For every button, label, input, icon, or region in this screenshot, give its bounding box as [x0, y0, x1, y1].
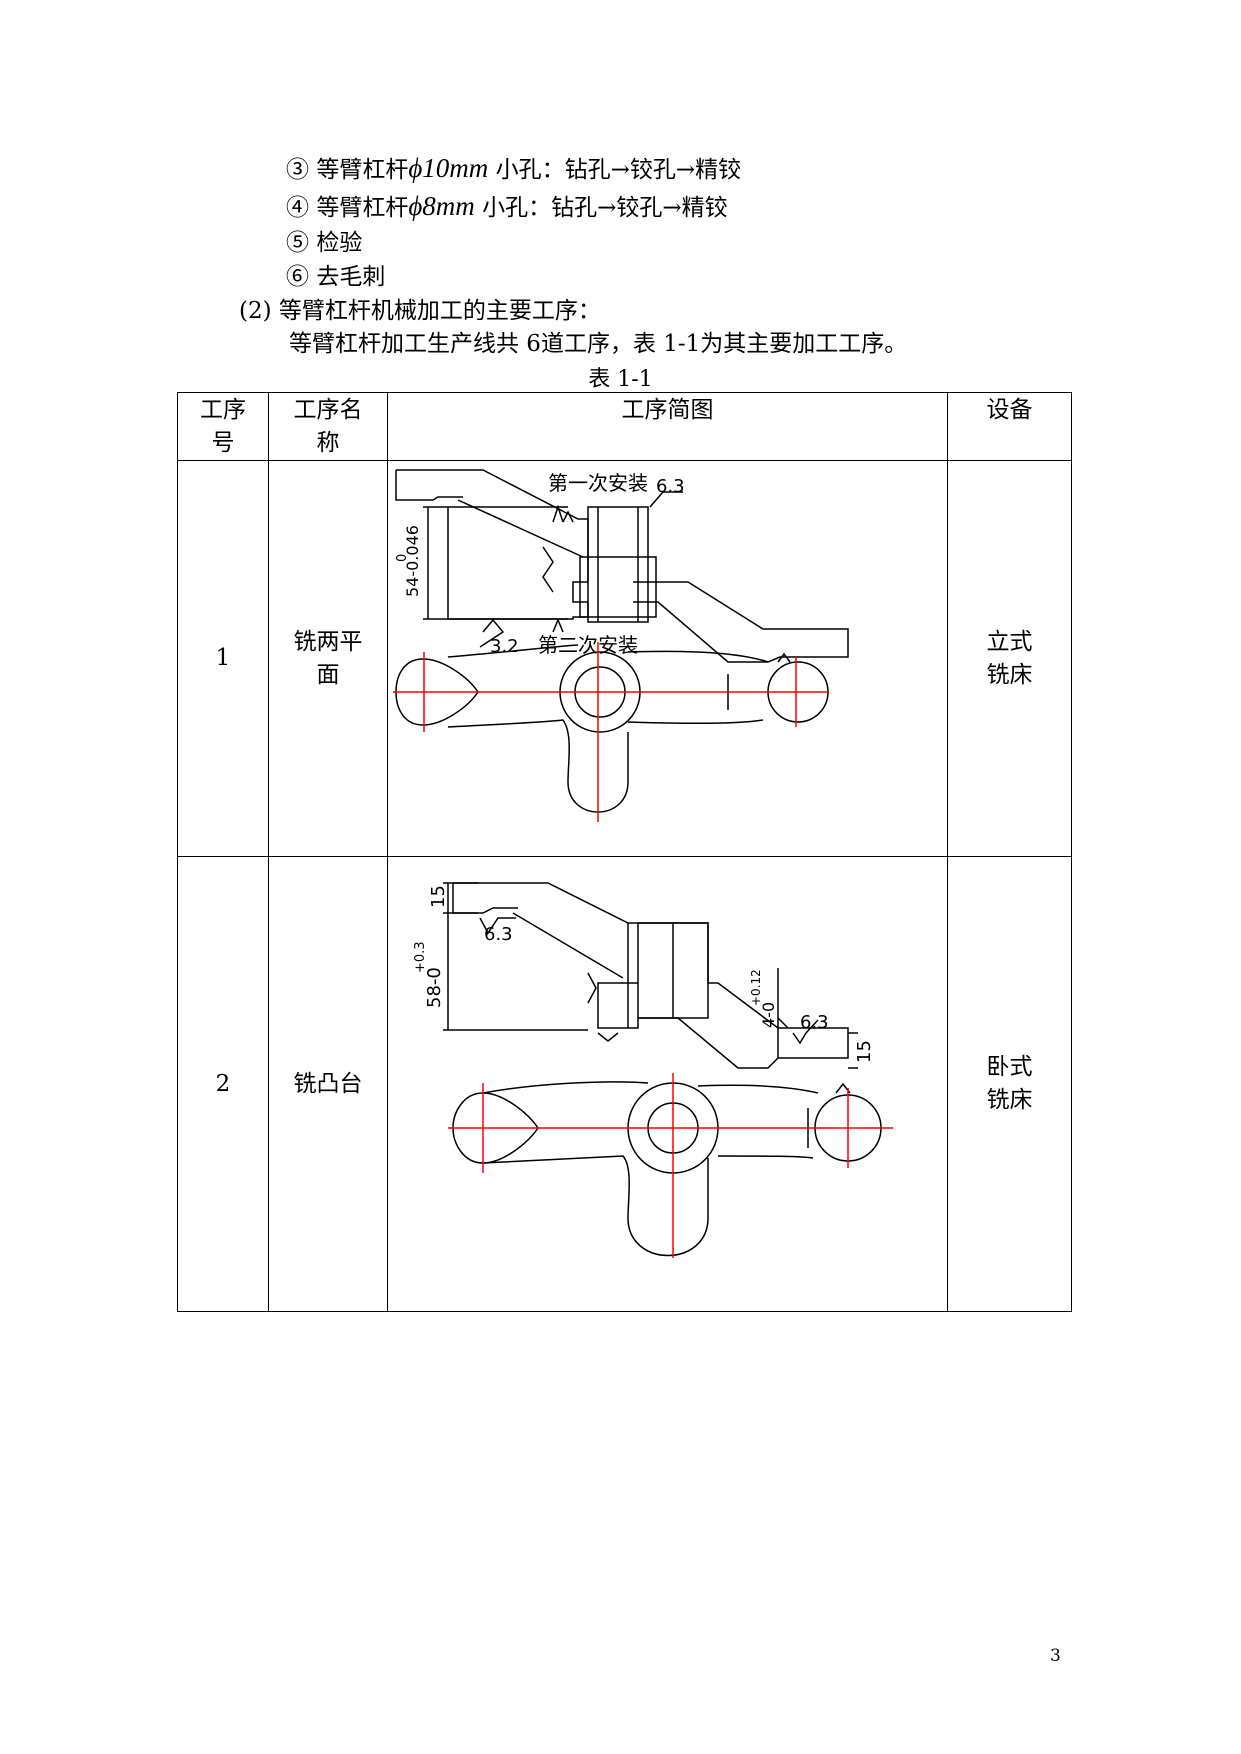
row-equipment: 立式 铣床	[947, 460, 1072, 857]
step-text: 等臂杠杆	[316, 157, 409, 183]
centerlines	[393, 641, 828, 822]
dim-small-sup: +0.12	[749, 969, 763, 1006]
row-step-no: 2	[177, 856, 269, 1312]
page-number: 3	[1050, 1646, 1061, 1666]
roughness-left: 6.3	[484, 924, 513, 945]
step-text: 等臂杠杆	[316, 195, 409, 221]
step-6: ⑥ 去毛刺	[286, 263, 385, 291]
section-heading: (2) 等臂杠杆机械加工的主要工序：	[239, 298, 601, 324]
row-name-text: 面	[316, 661, 340, 688]
step-formula: ϕ8mm	[408, 191, 475, 221]
header-step-no: 工序 号	[177, 392, 269, 461]
row-step-no: 1	[177, 460, 269, 857]
step-5: ⑤ 检验	[286, 229, 362, 257]
centerlines	[448, 1072, 893, 1258]
label-first-install: 第一次安装	[548, 471, 648, 495]
row-equipment: 卧式 铣床	[947, 856, 1072, 1312]
table-row: 2 铣凸台	[177, 856, 1072, 1312]
header-sketch: 工序简图	[387, 392, 948, 461]
process-drawing-2: 15 6.3 58-0 +0.3 4-0 +0.12 6.3 15	[413, 881, 893, 1258]
table-row: 1 铣两平 面	[177, 460, 1072, 857]
process-table: 工序 号 工序名 称 工序简图 设备 1 铣两平 面	[177, 392, 1072, 1312]
step-marker: ④	[286, 195, 309, 221]
dim-thickness-sup: 0	[395, 553, 410, 561]
step-formula: ϕ10mm	[408, 153, 489, 183]
row-step-name: 铣凸台	[268, 856, 388, 1312]
header-equipment: 设备	[947, 392, 1072, 461]
step-marker: ⑥	[286, 264, 309, 290]
row-step-name: 铣两平 面	[268, 460, 388, 857]
section-intro: 等臂杠杆加工生产线共 6道工序，表 1-1为其主要加工工序。	[289, 331, 908, 357]
roughness-right: 6.3	[800, 1012, 829, 1033]
row-name-text: 铣两平	[293, 628, 363, 655]
table-header-row: 工序 号 工序名 称 工序简图 设备	[177, 392, 1072, 461]
step-text: 去毛刺	[316, 264, 386, 290]
dim-main-sup: +0.3	[413, 941, 428, 973]
roughness-bottom: 3.2	[490, 636, 519, 657]
roughness-top: 6.3	[656, 476, 685, 497]
step-3: ③ 等臂杠杆ϕ10mm 小孔：钻孔→铰孔→精铰	[286, 154, 741, 184]
header-text: 工序	[200, 397, 246, 423]
table-caption: 表 1-1	[588, 367, 653, 392]
equipment-text: 立式	[986, 628, 1033, 655]
header-text: 称	[316, 430, 340, 456]
step-suffix: 小孔：钻孔→铰孔→精铰	[474, 195, 728, 221]
header-text: 设备	[986, 397, 1033, 423]
dim-top: 15	[428, 885, 449, 908]
equipment-text: 铣床	[986, 661, 1033, 688]
header-text: 号	[211, 430, 235, 456]
label-second-install: 第二次安装	[538, 633, 638, 657]
dim-small: 4-0	[759, 1001, 778, 1027]
dim-right: 15	[854, 1040, 875, 1063]
dim-thickness: 54-0.046	[403, 525, 422, 597]
header-text: 工序简图	[621, 397, 714, 423]
process-drawing-1: 第一次安装 6.3 3.2 第二次安装 54-0.046 0	[393, 468, 849, 822]
equipment-text: 铣床	[986, 1087, 1033, 1113]
row-sketch: 15 6.3 58-0 +0.3 4-0 +0.12 6.3 15	[387, 856, 948, 1312]
dim-main: 58-0	[424, 967, 445, 1008]
row-sketch: 第一次安装 6.3 3.2 第二次安装 54-0.046 0	[387, 460, 948, 857]
step-suffix: 小孔：钻孔→铰孔→精铰	[488, 157, 742, 183]
equipment-text: 卧式	[986, 1054, 1033, 1080]
header-step-name: 工序名 称	[268, 392, 388, 461]
row-name-text: 铣凸台	[293, 1070, 363, 1097]
step-marker: ⑤	[286, 230, 309, 256]
step-text: 检验	[316, 230, 363, 256]
step-marker: ③	[286, 157, 309, 183]
step-4: ④ 等臂杠杆ϕ8mm 小孔：钻孔→铰孔→精铰	[286, 192, 728, 222]
header-text: 工序名	[293, 397, 363, 423]
